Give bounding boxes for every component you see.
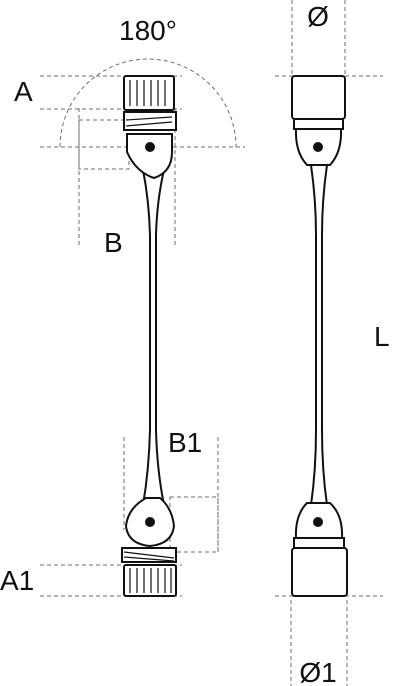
dimension-a-label: A	[14, 76, 33, 107]
dimension-b1-label: B1	[168, 427, 202, 458]
front-shaft	[141, 169, 166, 506]
side-top-collar	[293, 118, 344, 130]
side-bottom-socket	[291, 547, 348, 597]
dimension-a1-label: A1	[0, 565, 34, 596]
side-shaft	[309, 164, 329, 506]
side-top-pivot-pin	[313, 142, 323, 152]
front-top-pivot-pin	[145, 142, 155, 152]
front-bottom-pivot-pin	[145, 517, 155, 527]
diameter-top-label: Ø	[307, 1, 329, 32]
front-top-knuckle	[126, 133, 173, 180]
front-top-socket-splines	[129, 80, 166, 106]
front-bottom-socket-splines	[129, 568, 172, 593]
side-bottom-collar	[293, 537, 345, 549]
dimension-b-label: B	[104, 227, 123, 258]
front-top-socket	[123, 75, 175, 111]
side-top-socket	[291, 75, 346, 120]
rotation-label: 180°	[119, 15, 177, 46]
length-label: L	[374, 321, 390, 352]
front-top-socket-collar	[123, 111, 177, 131]
diameter-bottom-label: Ø1	[299, 657, 336, 686]
wrench-side-view	[291, 75, 348, 597]
wrench-front-view	[121, 75, 177, 597]
front-bottom-socket	[123, 564, 177, 597]
side-bottom-pivot-pin	[313, 517, 323, 527]
